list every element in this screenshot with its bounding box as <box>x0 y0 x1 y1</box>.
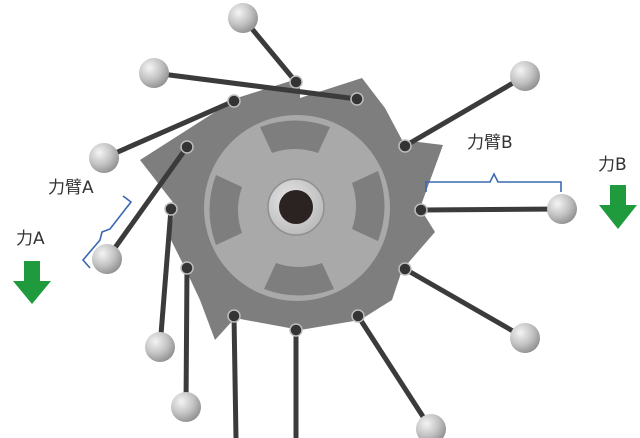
arm-ball <box>547 194 577 224</box>
arm-7 <box>145 202 178 362</box>
arm-rod <box>418 206 565 213</box>
arm-b-label: 力臂B <box>467 133 513 153</box>
force-b-label: 力B <box>598 155 627 175</box>
spoke-opening-right <box>352 171 385 241</box>
arm-5 <box>92 140 194 274</box>
arm-pivot <box>289 75 303 89</box>
arm-pivot <box>351 309 365 323</box>
arm-rod <box>104 144 190 262</box>
arm-rod <box>231 313 239 438</box>
arm-rod <box>101 98 237 161</box>
arm-rod <box>157 206 174 350</box>
arm-rod <box>151 70 360 102</box>
arm-11 <box>227 309 241 438</box>
arm-8 <box>398 262 540 353</box>
arm-rod <box>183 265 190 410</box>
arm-ball <box>416 414 446 438</box>
spoke-opening-left <box>209 175 242 245</box>
arm-9 <box>171 261 201 422</box>
arm-ball <box>89 143 119 173</box>
weighted-arms <box>89 3 577 438</box>
arm-ball <box>510 61 540 91</box>
arm-ball <box>92 244 122 274</box>
arm-pivot <box>289 323 303 337</box>
arm-ball <box>171 392 201 422</box>
arm-1 <box>228 3 303 89</box>
arm-pivot <box>398 139 412 153</box>
arm-pivot <box>164 202 178 216</box>
arm-ball <box>139 58 169 88</box>
arm-b-bracket <box>425 172 562 192</box>
arm-rod <box>402 73 528 149</box>
force-a-label: 力A <box>16 229 45 249</box>
arm-rod <box>355 313 434 432</box>
arm-pivot <box>227 309 241 323</box>
spoke-openings <box>209 120 385 296</box>
spoke-opening-bottom <box>264 263 334 296</box>
arm-pivot <box>180 261 194 275</box>
arm-pivot <box>398 262 412 276</box>
arm-pivot <box>227 94 241 108</box>
arm-a-label: 力臂A <box>48 178 94 198</box>
arm-pivot <box>180 140 194 154</box>
arm-pivot <box>414 203 428 217</box>
arm-6 <box>414 194 577 224</box>
spoke-opening-top <box>260 120 330 153</box>
arm-12 <box>289 323 303 438</box>
arm-10 <box>351 309 446 438</box>
arm-ball <box>510 323 540 353</box>
arm-2 <box>139 58 364 106</box>
arm-ball <box>145 332 175 362</box>
arm-a-bracket <box>81 195 133 269</box>
arm-4 <box>398 61 540 153</box>
force-a-arrow <box>13 261 51 304</box>
axle <box>279 190 313 224</box>
arm-pivot <box>350 92 364 106</box>
arm-3 <box>89 94 241 173</box>
arm-rod <box>402 266 528 341</box>
force-b-arrow <box>599 185 637 229</box>
arm-ball <box>228 3 258 33</box>
